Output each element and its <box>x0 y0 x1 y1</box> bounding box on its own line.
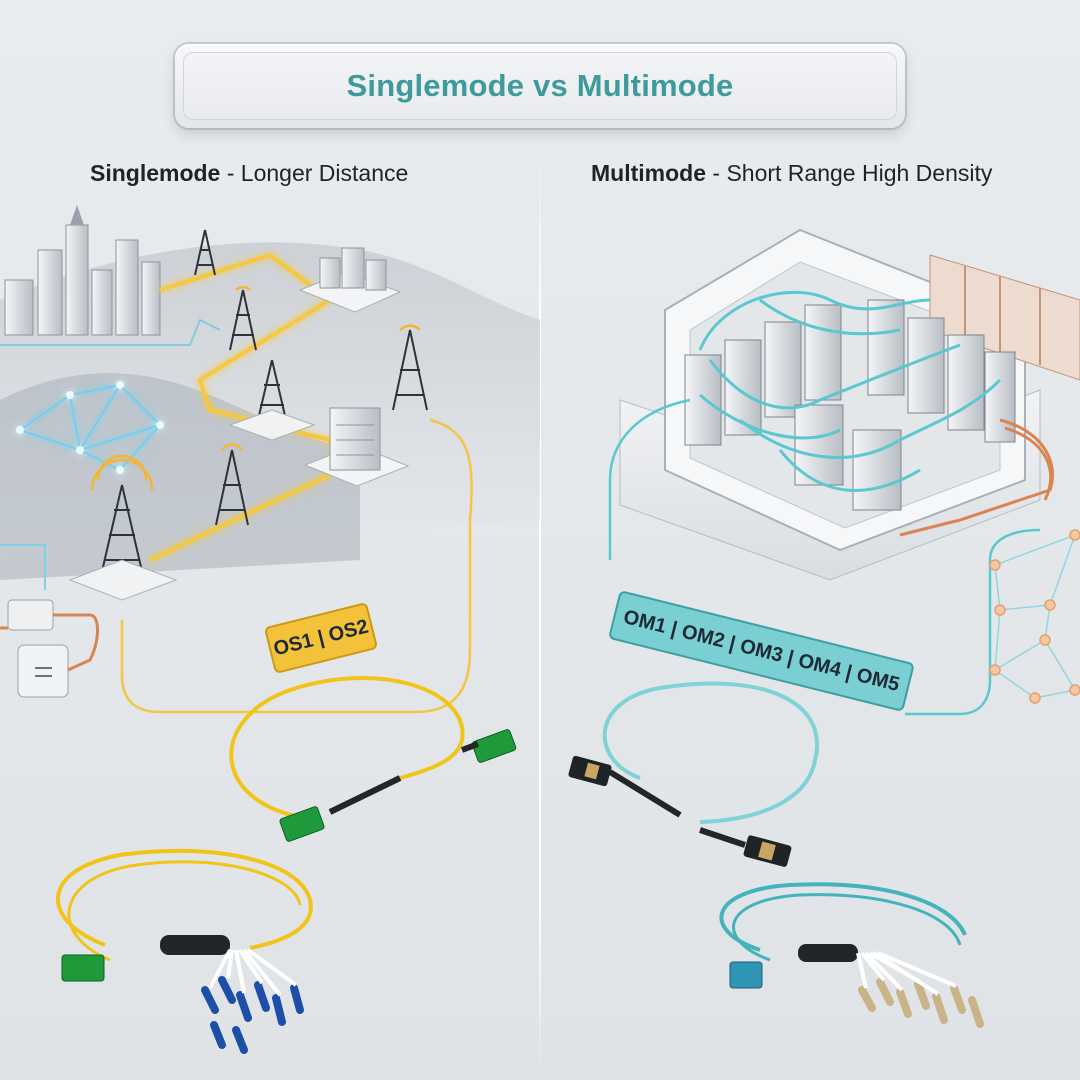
singlemode-heading-bold: Singlemode <box>90 160 221 186</box>
copper-cable-run <box>899 418 1055 537</box>
title-banner: Singlemode vs Multimode <box>175 44 905 128</box>
multimode-fiber-bundles <box>698 290 1002 492</box>
mesh-network-icon <box>16 381 164 474</box>
fiber-breakout-cable-icon <box>56 848 313 1054</box>
fiber-patch-cord-icon <box>568 681 819 867</box>
fiber-patch-cord-icon <box>229 676 517 842</box>
multimode-heading: Multimode - Short Range High Density <box>591 160 992 187</box>
singlemode-heading: Singlemode - Longer Distance <box>90 160 408 187</box>
multimode-heading-rest: - Short Range High Density <box>706 160 993 186</box>
signal-waves <box>90 285 421 491</box>
city-skyline-icon <box>0 205 221 346</box>
page-title: Singlemode vs Multimode <box>346 68 734 103</box>
center-divider <box>539 150 541 1080</box>
server-building-icon <box>298 247 410 487</box>
mesh-network-icon <box>989 529 1080 704</box>
singlemode-heading-rest: - Longer Distance <box>220 160 409 186</box>
server-rack-icon <box>684 299 1016 511</box>
singlemode-outline-path <box>120 418 473 714</box>
tower-base-plates <box>68 409 316 601</box>
cell-tower-icon <box>99 229 428 581</box>
multimode-outline-path <box>608 398 1041 716</box>
multimode-heading-bold: Multimode <box>591 160 706 186</box>
fiber-breakout-cable-icon <box>719 882 984 1028</box>
title-banner-inner <box>183 52 897 120</box>
network-device-icon <box>0 544 99 698</box>
